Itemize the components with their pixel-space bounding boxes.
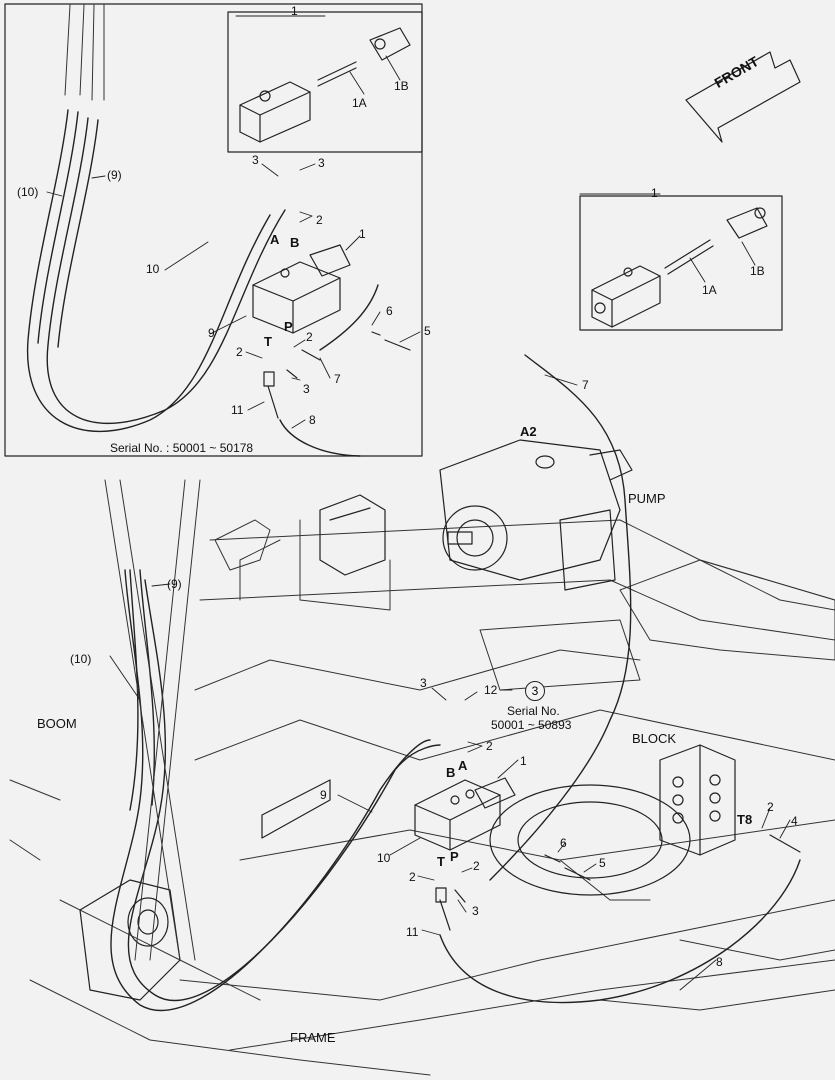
inset-kit-frame	[227, 11, 423, 153]
serial-line-2: 50001 ~ 50893	[491, 718, 572, 732]
inset-callout-7: 7	[334, 372, 341, 386]
valve-bracket	[261, 779, 331, 839]
inset-callout-3b: 3	[318, 156, 325, 170]
swing-ring	[489, 784, 691, 896]
inset-callout-2a: 2	[316, 213, 323, 227]
main-callout-2a: 2	[486, 739, 493, 753]
inset-callout-1: 1	[359, 227, 366, 241]
inset-port-b-label: B	[290, 235, 300, 250]
main-callout-4: 4	[791, 814, 798, 828]
main-callout-10-paren: (10)	[70, 652, 92, 666]
inset-callout-3a: 3	[252, 153, 259, 167]
pump-label: PUMP	[628, 491, 666, 506]
inset-kit-1b-label: 1B	[394, 79, 409, 93]
hose-9-10-boom	[110, 569, 441, 1012]
main-callout-10: 10	[377, 851, 391, 865]
inset-valve	[252, 244, 351, 334]
boom-foot	[79, 879, 181, 1001]
inset-right-valve	[591, 207, 768, 328]
main-callout-6: 6	[560, 836, 567, 850]
inset-hose-7	[319, 284, 379, 351]
inset-callout-9-paren: (9)	[107, 168, 122, 182]
inset-left-frame	[4, 3, 423, 457]
inset-kit-valve	[239, 27, 411, 143]
main-callout-3-circled: 3	[525, 681, 545, 701]
leader-lines	[46, 15, 791, 991]
main-callout-5: 5	[599, 856, 606, 870]
hose-8	[439, 859, 801, 1004]
block-manifold	[659, 744, 736, 856]
main-callout-3b: 3	[472, 904, 479, 918]
main-callout-2b: 2	[767, 800, 774, 814]
inset-boom-lines	[64, 4, 105, 101]
main-callout-9-paren: (9)	[167, 577, 182, 591]
hose-7	[489, 354, 632, 881]
pump-body	[439, 439, 633, 591]
inset-callout-10-paren: (10)	[17, 185, 39, 199]
inset-right-1b-label: 1B	[750, 264, 765, 278]
main-port-a-label: A	[458, 758, 468, 773]
inset-callout-11: 11	[231, 403, 244, 417]
main-port-b-label: B	[446, 765, 456, 780]
inset-right-kit-label: 1	[651, 186, 658, 200]
inset-right-frame	[579, 195, 783, 331]
main-callout-11: 11	[406, 925, 419, 939]
valve-main	[414, 777, 516, 851]
main-port-t-label: T	[437, 854, 445, 869]
serial-line-1: Serial No.	[507, 704, 560, 718]
inset-right-1a-label: 1A	[702, 283, 717, 297]
front-arrow-icon	[685, 51, 801, 143]
inset-callout-9: 9	[208, 326, 215, 340]
inset-kit-label: 1	[291, 4, 298, 18]
inset-port-p-label: P	[284, 319, 293, 334]
inset-callout-6: 6	[386, 304, 393, 318]
inset-hose-8	[279, 419, 361, 457]
main-port-p-label: P	[450, 849, 459, 864]
frame-label: FRAME	[290, 1030, 336, 1045]
inset-callout-2b: 2	[306, 330, 313, 344]
inset-fittings	[263, 331, 411, 419]
inset-port-a-label: A	[270, 232, 280, 247]
inset-callout-8: 8	[309, 413, 316, 427]
tank-box	[319, 494, 386, 576]
inset-kit-1a-label: 1A	[352, 96, 367, 110]
main-callout-9: 9	[320, 788, 327, 802]
main-callout-2d: 2	[409, 870, 416, 884]
main-callout-8: 8	[716, 955, 723, 969]
main-callout-7: 7	[582, 378, 589, 392]
boom-lines	[104, 479, 201, 961]
main-a2-label: A2	[520, 424, 537, 439]
inset-serial-label: Serial No. : 50001 ~ 50178	[110, 441, 254, 455]
inset-callout-2c: 2	[236, 345, 243, 359]
boom-label: BOOM	[37, 716, 77, 731]
fittings-main	[435, 834, 801, 931]
inset-hose-9-10	[26, 109, 286, 433]
block-label: BLOCK	[632, 731, 677, 746]
main-callout-3: 3	[420, 676, 427, 690]
main-t8-label: T8	[737, 812, 753, 827]
inset-port-t-label: T	[264, 334, 272, 349]
main-callout-2c: 2	[473, 859, 480, 873]
inset-callout-10: 10	[146, 262, 160, 276]
main-callout-1: 1	[520, 754, 527, 768]
inset-callout-5: 5	[424, 324, 431, 338]
machine-frame	[9, 519, 835, 1076]
inset-callout-3c: 3	[303, 382, 310, 396]
main-callout-12: 12	[484, 683, 498, 697]
